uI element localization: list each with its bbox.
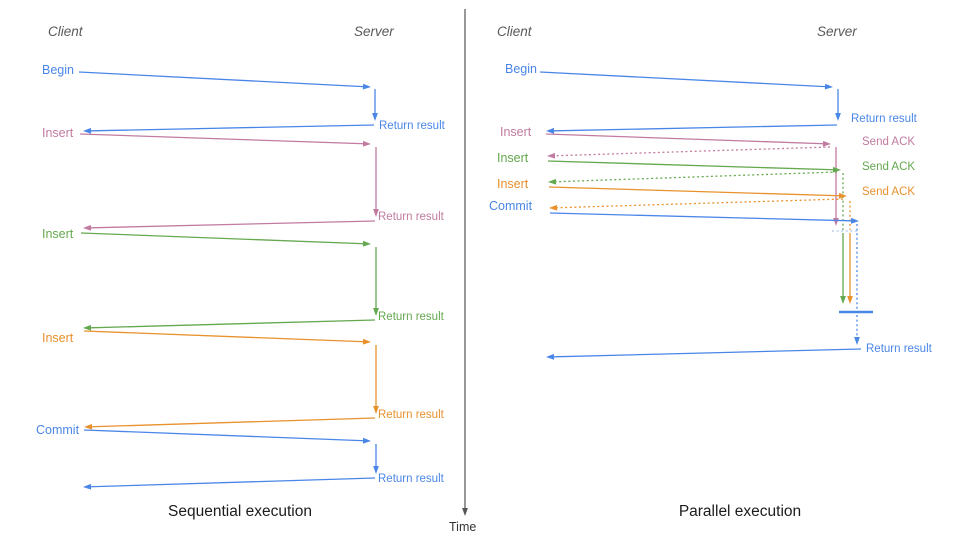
left-op-insert-3: Insert — [42, 331, 74, 345]
right-ack-insert-1: Send ACK — [862, 136, 916, 148]
left-result-insert-2: Return result — [378, 311, 444, 323]
right-op-insert-3: Insert — [497, 177, 529, 191]
left-result-begin: Return result — [379, 120, 445, 132]
right-result-begin: Return result — [851, 113, 917, 125]
right-diagram-title: Parallel execution — [678, 503, 802, 520]
left-server-header: Server — [354, 24, 394, 39]
left-result-insert-1: Return result — [378, 211, 444, 223]
right-ack-insert-2: Send ACK — [862, 161, 916, 173]
left-diagram-title: Sequential execution — [168, 503, 312, 520]
left-client-header: Client — [48, 24, 83, 39]
right-op-insert-1: Insert — [500, 125, 532, 139]
right-op-insert-2: Insert — [497, 151, 529, 165]
right-ack-insert-3: Send ACK — [862, 186, 916, 198]
right-client-header: Client — [497, 24, 532, 39]
time-axis-label: Time — [449, 520, 477, 534]
right-server-header: Server — [817, 24, 857, 39]
right-op-commit: Commit — [489, 199, 533, 213]
left-op-commit: Commit — [36, 423, 80, 437]
left-result-insert-3: Return result — [378, 409, 444, 421]
left-result-commit: Return result — [378, 473, 444, 485]
left-op-insert-2: Insert — [42, 227, 74, 241]
right-op-begin: Begin — [505, 62, 537, 76]
left-op-begin: Begin — [42, 63, 74, 77]
left-op-insert-1: Insert — [42, 126, 74, 140]
right-final-result: Return result — [866, 343, 932, 355]
